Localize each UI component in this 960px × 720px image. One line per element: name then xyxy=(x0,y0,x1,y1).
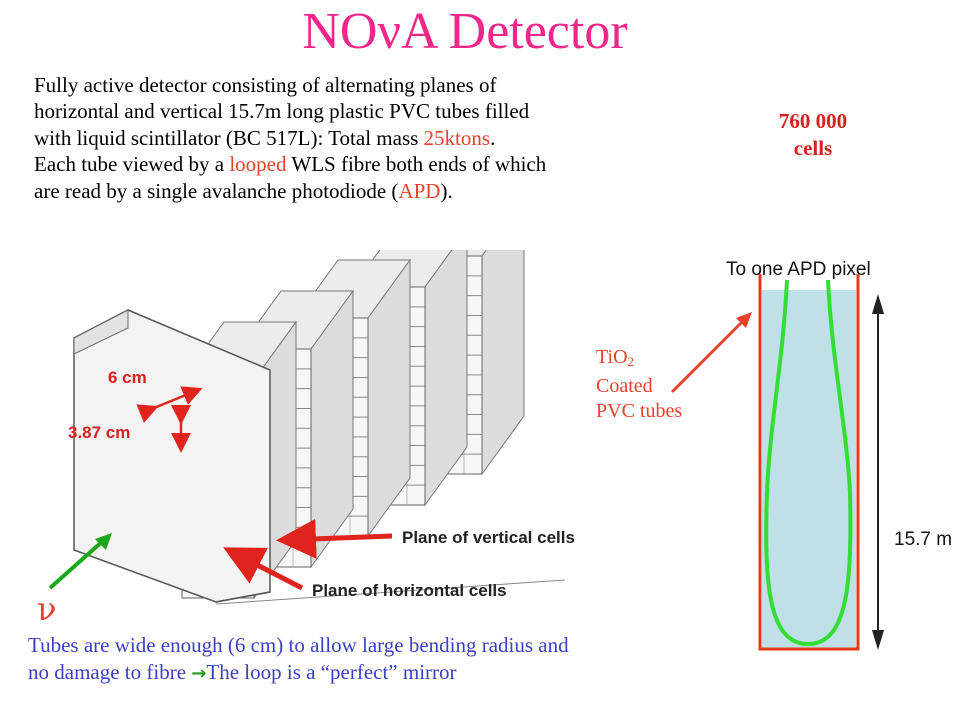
intro-text-part: ). xyxy=(440,178,453,203)
intro-text-part: Each tube viewed by a xyxy=(34,152,230,177)
floor-line xyxy=(215,579,566,605)
wls-fibre-loop xyxy=(764,279,853,647)
tube-header: To one APD pixel xyxy=(726,259,871,280)
coating-pointer xyxy=(670,312,752,394)
total-mass: 25ktons xyxy=(423,125,491,150)
length-arrowhead-top xyxy=(872,294,884,314)
horizontal-plane-base xyxy=(215,591,271,603)
horizontal-plane-edge xyxy=(73,309,129,355)
footnote-line: no damage to fibre →The loop is a “perfe… xyxy=(28,659,728,687)
cell-count: 760 000 cells xyxy=(748,108,878,162)
pvc-tube-wall xyxy=(758,274,860,651)
coating-line: Coated xyxy=(596,375,653,397)
footnote-line: Tubes are wide enough (6 cm) to allow la… xyxy=(28,633,569,657)
coating-arrow-line xyxy=(670,318,746,394)
right-arrow-icon: → xyxy=(191,663,207,684)
tube-length-label: 15.7 m xyxy=(894,529,952,550)
width-label: 6 cm xyxy=(108,368,147,387)
neutrino-direction-arrow xyxy=(48,538,106,590)
neutrino-symbol: ν xyxy=(37,590,57,628)
height-label: 3.87 cm xyxy=(68,423,130,442)
cell-count-number: 760 000 xyxy=(778,109,848,133)
intro-line: Fully active detector consisting of alte… xyxy=(34,73,497,97)
intro-text-part: WLS fibre both ends of which xyxy=(286,152,547,177)
footnote-part: no damage to fibre xyxy=(28,660,192,684)
plane-side-face xyxy=(481,250,525,476)
horizontal-plane-pointer xyxy=(223,547,304,591)
vertical-plane-label: Plane of vertical cells xyxy=(402,528,575,547)
intro-text-part: . xyxy=(490,125,496,150)
intro-line: horizontal and vertical 15.7m long plast… xyxy=(34,99,530,124)
detector-planes-diagram: 6 cm 3.87 cm Plane of vertical cells Pla… xyxy=(48,250,575,605)
coating-arrowhead xyxy=(736,312,752,328)
intro-text: Fully active detector consisting of alte… xyxy=(34,72,734,204)
scintillator-liquid xyxy=(762,290,856,648)
tube-diagram: To one APD pixel 15.7 m xyxy=(726,259,952,651)
footnote-part: The loop is a “perfect” mirror xyxy=(206,660,457,684)
coating-label: TiO2 Coated PVC tubes xyxy=(596,345,682,424)
looped-word: looped xyxy=(229,152,287,177)
coating-subscript: 2 xyxy=(627,354,635,369)
horizontal-plane-label: Plane of horizontal cells xyxy=(312,581,507,600)
coating-material: TiO2 xyxy=(596,345,682,374)
vertical-plane-pointer xyxy=(276,518,393,559)
detector-plane-stack xyxy=(73,250,566,605)
coating-line: PVC tubes xyxy=(596,400,683,422)
coating-material-part: TiO xyxy=(596,346,628,368)
width-dimension-arrow xyxy=(136,386,203,423)
length-arrowhead-bottom xyxy=(872,630,884,650)
intro-line: with liquid scintillator (BC 517L): Tota… xyxy=(34,125,734,151)
neutrino-arrowhead xyxy=(95,533,112,550)
footnote: Tubes are wide enough (6 cm) to allow la… xyxy=(28,632,728,687)
intro-line: are read by a single avalanche photodiod… xyxy=(34,178,734,204)
cell-count-label: cells xyxy=(793,136,833,160)
intro-text-part: with liquid scintillator (BC 517L): Tota… xyxy=(34,125,424,150)
intro-line: Each tube viewed by a looped WLS fibre b… xyxy=(34,151,734,177)
page-title: NOνA Detector xyxy=(302,3,628,60)
intro-text-part: are read by a single avalanche photodiod… xyxy=(34,178,399,203)
apd-word: APD xyxy=(398,178,441,203)
